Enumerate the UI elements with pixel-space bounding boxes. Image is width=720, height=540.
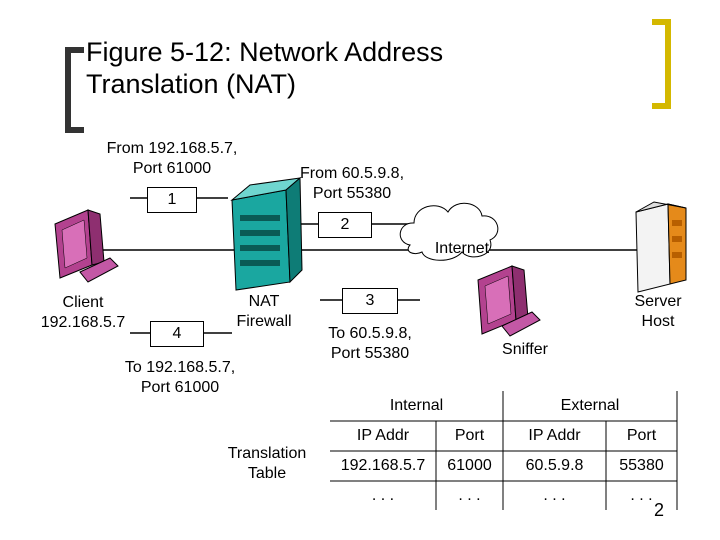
translation-table-label: Translation Table	[227, 445, 307, 482]
client-computer-icon	[54, 209, 119, 283]
sniffer-label: Sniffer	[502, 341, 548, 358]
translation-table: Internal External IP Addr Port IP Addr P…	[330, 391, 677, 511]
table-cell: . . .	[630, 487, 653, 504]
sniffer-computer-icon	[477, 265, 541, 337]
server-icon	[635, 201, 687, 293]
table-header: Port	[626, 427, 657, 444]
step-4-box: 4	[150, 321, 204, 347]
from-client-label: From 192.168.5.7, Port 61000	[106, 140, 238, 177]
table-header: IP Addr	[528, 427, 581, 444]
table-cell: 60.5.9.8	[525, 457, 584, 474]
table-header: IP Addr	[356, 427, 410, 444]
translation-table-lines	[330, 391, 678, 510]
server-label: Server Host	[634, 293, 682, 330]
client-label: Client 192.168.5.7	[40, 294, 126, 331]
table-group-header-row: Internal External	[330, 391, 677, 421]
table-group-header: Internal	[389, 397, 444, 414]
firewall-icon	[230, 176, 303, 291]
slide-number: 2	[654, 500, 665, 520]
step-1-label: 1	[167, 191, 177, 208]
step-2-box: 2	[318, 212, 372, 238]
internet-cloud	[399, 202, 499, 261]
table-cell: . . .	[458, 487, 481, 504]
table-row: . . . . . . . . . . . .	[330, 481, 677, 511]
table-group-header: External	[560, 397, 620, 414]
table-cell: . . .	[543, 487, 566, 504]
nat-firewall-label: NAT Firewall	[236, 293, 292, 330]
left-bracket	[65, 47, 84, 133]
to-nat-label: To 60.5.9.8, Port 55380	[328, 325, 412, 362]
table-header-row: IP Addr Port IP Addr Port	[330, 421, 677, 451]
from-nat-label: From 60.5.9.8, Port 55380	[299, 165, 405, 202]
table-cell: 192.168.5.7	[340, 457, 426, 474]
table-header: Port	[454, 427, 485, 444]
step-4-label: 4	[172, 325, 182, 342]
step-3-box: 3	[342, 288, 398, 314]
to-client-label: To 192.168.5.7, Port 61000	[124, 359, 236, 396]
slide-title: Figure 5-12: Network Address Translation…	[86, 37, 444, 99]
internet-label: Internet	[434, 240, 490, 257]
table-cell: 55380	[619, 457, 664, 474]
right-bracket	[652, 19, 671, 109]
step-3-label: 3	[365, 292, 375, 309]
step-1-box: 1	[147, 187, 197, 213]
table-cell: . . .	[371, 487, 395, 504]
step-2-label: 2	[340, 216, 350, 233]
table-row: 192.168.5.7 61000 60.5.9.8 55380	[330, 451, 677, 481]
table-cell: 61000	[447, 457, 492, 474]
